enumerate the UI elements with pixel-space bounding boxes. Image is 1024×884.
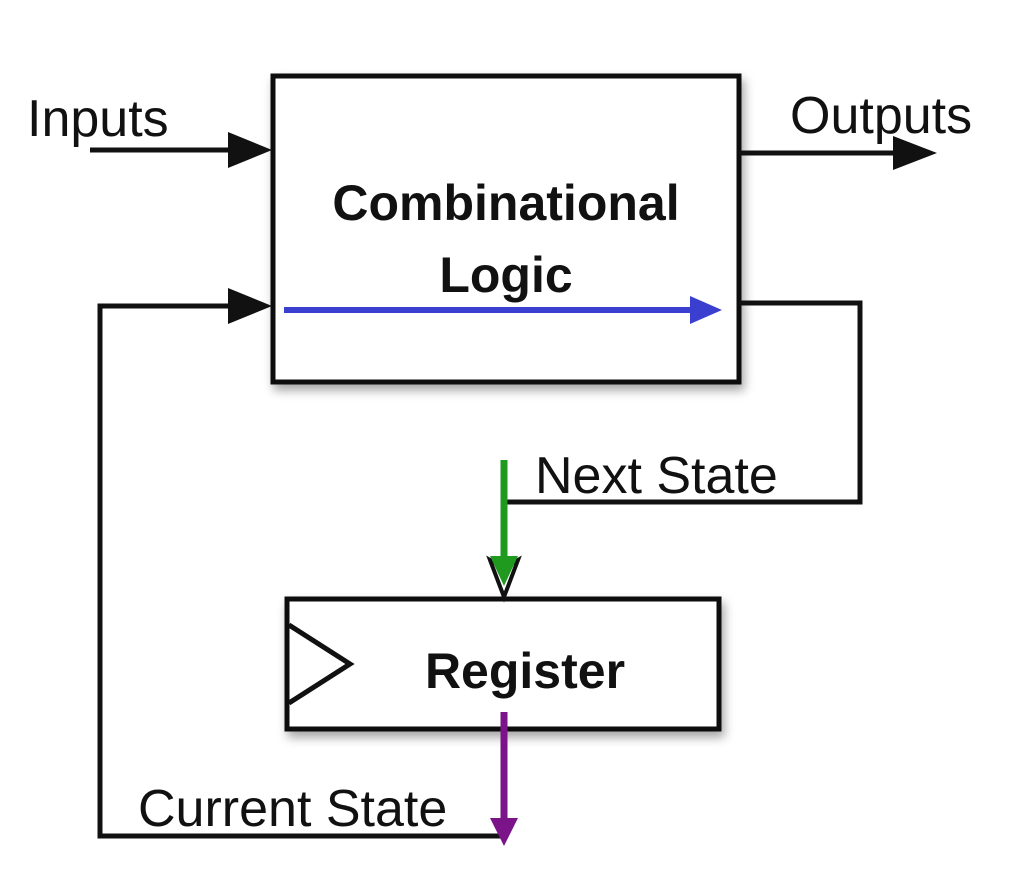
combinational-logic-block (270, 73, 742, 385)
combinational-logic-title-line1: Combinational (332, 175, 679, 231)
next-state-highlight-arrowhead (490, 556, 518, 586)
inputs-arrowhead (228, 132, 272, 168)
critical-path-arrowhead (690, 296, 722, 324)
combinational-logic-title-line2: Logic (439, 247, 572, 303)
register-block (284, 596, 722, 732)
current-state-label: Current State (138, 780, 447, 838)
outputs-label: Outputs (790, 87, 972, 145)
register-title: Register (425, 643, 625, 699)
clock-triangle-icon (287, 622, 355, 706)
current-state-highlight-arrowhead (490, 818, 518, 846)
inputs-label: Inputs (27, 90, 169, 148)
current-state-wire (97, 303, 507, 839)
next-state-label: Next State (535, 447, 778, 505)
current-state-arrowhead (228, 288, 272, 324)
outputs-arrowhead (893, 136, 937, 170)
